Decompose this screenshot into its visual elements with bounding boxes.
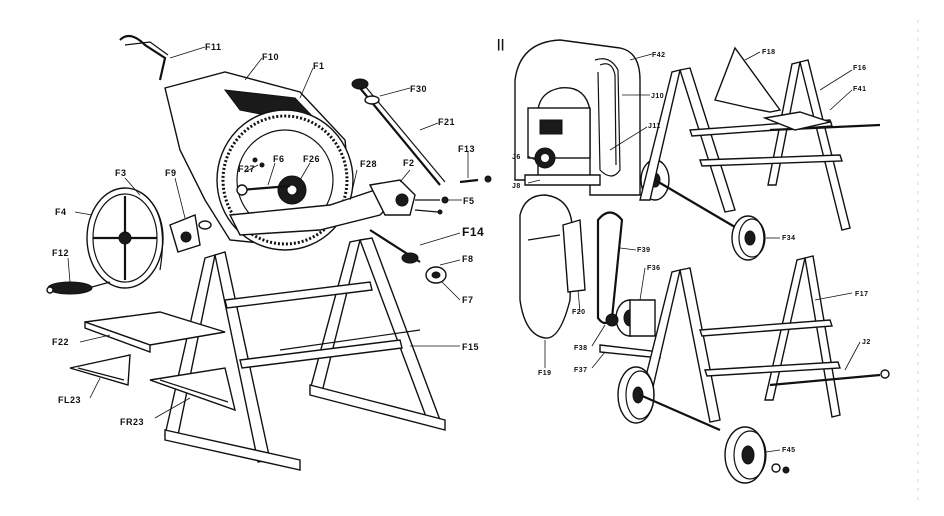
part-f45-wheel bbox=[724, 426, 790, 484]
label-f14: F14 bbox=[462, 225, 484, 239]
part-f34-wheel bbox=[731, 215, 766, 261]
part-lower-front-wheel bbox=[617, 366, 721, 432]
label-f5: F5 bbox=[463, 196, 475, 206]
label-f37: F37 bbox=[574, 367, 588, 374]
label-f17: F17 bbox=[855, 291, 869, 298]
label-f42: F42 bbox=[652, 52, 666, 59]
label-f36: F36 bbox=[647, 265, 661, 272]
label-f6: F6 bbox=[273, 154, 285, 164]
label-fr23: FR23 bbox=[120, 417, 144, 427]
part-f39-belt bbox=[596, 211, 624, 325]
part-f22-platform bbox=[84, 311, 226, 354]
part-f15-stand bbox=[164, 237, 446, 471]
label-f13: F13 bbox=[458, 144, 475, 154]
label-f7: F7 bbox=[462, 295, 474, 305]
label-f45: F45 bbox=[782, 447, 796, 454]
part-yoke bbox=[228, 179, 449, 236]
label-f9: F9 bbox=[165, 168, 177, 178]
label-f28: F28 bbox=[360, 159, 377, 169]
part-f42-guard bbox=[514, 39, 641, 196]
part-f21-lever bbox=[351, 78, 446, 186]
panel-separator: || bbox=[497, 37, 505, 51]
label-f19: F19 bbox=[538, 370, 552, 377]
label-f12: F12 bbox=[52, 248, 69, 258]
part-f12-crank bbox=[46, 281, 111, 295]
part-f36-motor bbox=[605, 299, 656, 337]
label-f4: F4 bbox=[55, 207, 67, 217]
label-f20: F20 bbox=[572, 309, 586, 316]
label-f15: F15 bbox=[462, 342, 479, 352]
label-j2: J2 bbox=[862, 339, 871, 346]
label-f22: F22 bbox=[52, 337, 69, 347]
label-f10: F10 bbox=[262, 52, 279, 62]
label-f34: F34 bbox=[782, 235, 796, 242]
part-f11-handle bbox=[119, 34, 169, 81]
label-f21: F21 bbox=[438, 117, 455, 127]
label-f38: F38 bbox=[574, 345, 588, 352]
part-f8-axle bbox=[369, 229, 447, 284]
part-j10-engine bbox=[524, 107, 601, 186]
part-f19-guard bbox=[519, 194, 586, 339]
label-f16: F16 bbox=[853, 65, 867, 72]
left-mixer-assembly: F11 F10 F1 F30 F21 F13 F3 F27 F6 F26 F28… bbox=[46, 34, 492, 471]
part-f4-handwheel bbox=[86, 187, 164, 289]
part-fr23-brace bbox=[149, 367, 236, 412]
label-f1: F1 bbox=[313, 61, 325, 71]
label-f39: F39 bbox=[637, 247, 651, 254]
label-f11: F11 bbox=[205, 42, 222, 52]
label-j6: J6 bbox=[512, 154, 521, 161]
label-f26: F26 bbox=[303, 154, 320, 164]
label-f8: F8 bbox=[462, 254, 474, 264]
label-j10: J10 bbox=[651, 93, 664, 100]
label-f41: F41 bbox=[853, 86, 867, 93]
right-bottom-motor-frame: F39 F20 F19 F36 F38 F37 F17 J2 F45 bbox=[519, 194, 890, 484]
part-f6-shaft bbox=[236, 157, 291, 196]
part-f18-cover bbox=[714, 46, 782, 113]
label-j8: J8 bbox=[512, 183, 521, 190]
label-fl23: FL23 bbox=[58, 395, 81, 405]
left-leader-lines bbox=[67, 46, 469, 419]
right-top-engine-frame: F42 J10 J11 J6 J8 F18 F16 F41 F34 bbox=[512, 39, 881, 261]
label-f30: F30 bbox=[410, 84, 427, 94]
part-fl23-brace bbox=[69, 354, 131, 386]
part-f9-bracket bbox=[169, 214, 212, 253]
label-f3: F3 bbox=[115, 168, 127, 178]
label-f27: F27 bbox=[238, 164, 255, 174]
part-f41-towbar bbox=[762, 111, 881, 132]
label-f2: F2 bbox=[403, 158, 415, 168]
label-j11: J11 bbox=[648, 123, 661, 130]
label-f18: F18 bbox=[762, 49, 776, 56]
part-f17-frame bbox=[639, 255, 890, 423]
part-f13-bolt bbox=[459, 175, 492, 184]
